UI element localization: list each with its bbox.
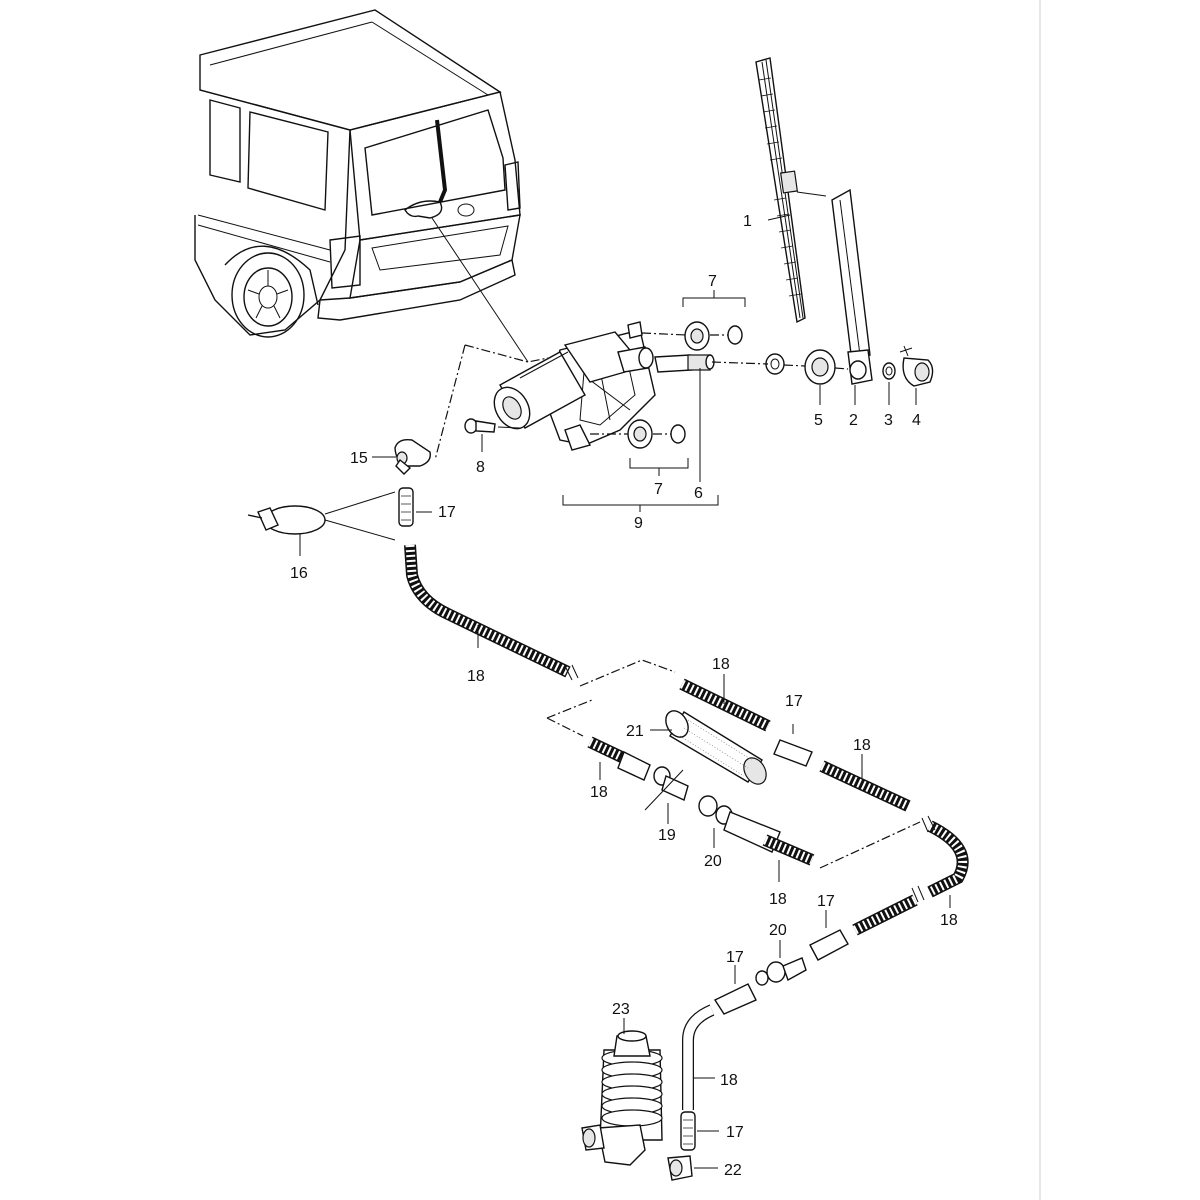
bracket-9 <box>562 495 719 512</box>
connector-17-lower-mid <box>713 965 757 1015</box>
connector-17-inset <box>773 724 813 767</box>
hose-18-lower <box>852 894 918 936</box>
callout-17-lower-right: 17 <box>817 893 835 910</box>
nut-3 <box>882 362 896 380</box>
hose-18-inset-right <box>819 754 911 812</box>
hose-18-vertical <box>682 1004 715 1110</box>
wiper-blade <box>755 57 827 324</box>
hose-18-upper <box>404 544 579 681</box>
hose-18-inset-bottom <box>762 834 815 882</box>
callout-17-lower-mid: 17 <box>726 949 744 966</box>
vehicle-rear-view <box>194 9 529 363</box>
callout-20-inset: 20 <box>704 853 722 870</box>
callout-21: 21 <box>626 723 644 740</box>
bushing-7-lower <box>590 419 686 449</box>
callout-2: 2 <box>849 412 858 429</box>
inset-outline <box>579 659 676 687</box>
clamp-16 <box>247 491 396 556</box>
callout-18-upper: 18 <box>467 668 485 685</box>
connector-20-lower <box>755 940 807 986</box>
callout-7-upper: 7 <box>708 273 717 290</box>
bushing-7-upper <box>641 321 743 351</box>
connector-17-bottom <box>680 1111 719 1151</box>
connector-17-top <box>398 487 432 527</box>
cap-4 <box>899 345 934 387</box>
callout-16: 16 <box>290 565 308 582</box>
callout-17-bottom: 17 <box>726 1124 744 1141</box>
connector-17-lower-right <box>809 910 849 961</box>
callout-19: 19 <box>658 827 676 844</box>
callout-18-inset-right: 18 <box>853 737 871 754</box>
callout-18-inset-bottom: 18 <box>769 891 787 908</box>
wiper-arm <box>831 188 873 385</box>
grommet-5 <box>765 349 836 385</box>
callout-17-inset: 17 <box>785 693 803 710</box>
filter-21 <box>650 710 767 785</box>
callout-5: 5 <box>814 412 823 429</box>
bolt-8 <box>464 418 521 434</box>
callout-18-bend: 18 <box>940 912 958 929</box>
callout-15: 15 <box>350 450 368 467</box>
callout-1: 1 <box>743 213 752 230</box>
callout-4: 4 <box>912 412 921 429</box>
callout-8: 8 <box>476 459 485 476</box>
callout-6: 6 <box>694 485 703 502</box>
callout-18-inset-top: 18 <box>712 656 730 673</box>
callout-9: 9 <box>634 515 643 532</box>
valve-19 <box>617 751 689 824</box>
callout-7-lower: 7 <box>654 481 663 498</box>
callout-22: 22 <box>724 1162 742 1179</box>
bracket-7-upper <box>682 290 746 307</box>
pump-23 <box>581 1018 663 1166</box>
callout-3: 3 <box>884 412 893 429</box>
hose-18-inset-top <box>679 674 771 732</box>
elbow-22 <box>667 1155 718 1181</box>
wiper-motor <box>434 321 849 461</box>
callout-18-inset-left: 18 <box>590 784 608 801</box>
leader-1 <box>767 214 791 221</box>
fitting-15 <box>372 438 431 475</box>
callout-20-lower: 20 <box>769 922 787 939</box>
callout-18-vertical: 18 <box>720 1072 738 1089</box>
hose-18-bend <box>911 815 969 908</box>
callout-23: 23 <box>612 1001 630 1018</box>
callout-labels: 1 2 3 4 5 6 7 7 8 9 15 16 17 17 17 17 17… <box>290 213 958 1179</box>
callout-17-top: 17 <box>438 504 456 521</box>
rear-wheel <box>231 252 305 338</box>
bracket-7-lower <box>629 458 689 476</box>
